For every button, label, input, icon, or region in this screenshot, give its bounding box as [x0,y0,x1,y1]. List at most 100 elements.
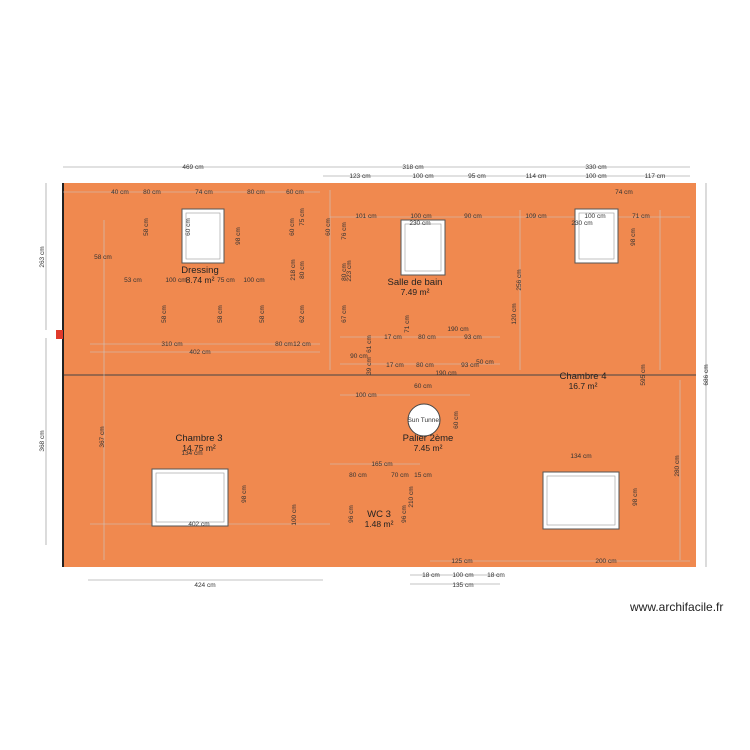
dim-top: 95 cm [468,173,486,180]
dim-inner-label: 17 cm [384,334,402,341]
dim-inner-label: 80 cm [143,189,161,196]
dim-inner-label: 62 cm [299,305,306,323]
dim-bottom: 18 cm [422,572,440,579]
dim-inner-label: 80 cm [418,334,436,341]
dim-inner-label: 60 cm [453,411,460,429]
dim-inner-label: 218 cm [290,259,297,280]
dim-inner-label: 80 cm [349,472,367,479]
room-dressing-area: 8.74 m² [186,275,215,285]
dim-bottom: 100 cm [452,572,473,579]
dim-inner-label: 96 cm [401,505,408,523]
dim-inner-label: 98 cm [630,228,637,246]
dim-inner-label: 58 cm [143,218,150,236]
dim-inner-label: 60 cm [185,218,192,236]
dim-inner-label: 210 cm [408,486,415,507]
dim-inner-label: 93 cm [461,362,479,369]
dim-inner-label: 71 cm [404,315,411,333]
room-chambre-4-area: 16.7 m² [569,381,598,391]
dim-inner-label: 100 cm [410,213,431,220]
dim-inner-label: 256 cm [516,269,523,290]
room-dressing-name: Dressing [181,265,219,276]
window-dressing [181,208,225,264]
dim-overall-686: 686 cm [703,364,710,385]
dim-inner-label: 120 cm [511,303,518,324]
dim-inner-label: 93 cm [464,334,482,341]
dim-inner-label: 60 cm [414,383,432,390]
dim-top: 100 cm [585,173,606,180]
dim-inner-label: 12 cm [293,341,311,348]
dim-inner-label: 100 cm [584,213,605,220]
room-chambre-3-name: Chambre 3 [176,433,223,444]
dim-inner-label: 595 cm [640,364,647,385]
dim-inner-label: 58 cm [259,305,266,323]
dim-overall-263: 263 cm [39,246,46,267]
dim-inner-label: 134 cm [181,450,202,457]
dim-inner-label: 80 cm [299,261,306,279]
dim-inner-label: 70 cm [391,472,409,479]
dim-inner-label: 15 cm [414,472,432,479]
dim-inner-label: 61 cm [366,335,373,353]
entrance-marker [56,330,63,339]
room-chambre-3-area: 14.75 m² [182,443,216,453]
room-wc-3-name: WC 3 [367,509,391,520]
dim-inner-label: 200 cm [595,558,616,565]
dim-inner-label: 100 cm [243,277,264,284]
dim-overall-135: 135 cm [452,582,473,589]
dim-inner-label: 100 cm [355,392,376,399]
room-salle-de-bain-area: 7.49 m² [401,287,430,297]
dim-inner-label: 80 cm [247,189,265,196]
window-chambre-4-top [574,208,619,264]
dim-inner-label: 100 cm [165,277,186,284]
dim-inner-label: 402 cm [189,349,210,356]
dim-overall-318: 318 cm [402,164,423,171]
dim-overall-330: 330 cm [585,164,606,171]
dim-inner-label: 60 cm [325,218,332,236]
room-wc-3-area: 1.48 m² [365,519,394,529]
dim-inner-label: 109 cm [525,213,546,220]
room-palier-area: 7.45 m² [414,443,443,453]
dim-inner-label: 74 cm [615,189,633,196]
dim-inner-label: 101 cm [355,213,376,220]
dim-overall-424: 424 cm [194,582,215,589]
dim-inner-label: 80 cm [341,263,348,281]
dim-inner-label: 230 cm [571,220,592,227]
dim-inner-label: 223 cm [346,260,353,281]
dim-bottom: 18 cm [487,572,505,579]
dim-inner-label: 50 cm [476,359,494,366]
dim-inner-label: 71 cm [632,213,650,220]
dim-inner-label: 17 cm [386,362,404,369]
dim-inner-label: 125 cm [451,558,472,565]
dim-inner-label: 402 cm [188,521,209,528]
dim-top: 117 cm [645,173,666,180]
dim-inner-label: 58 cm [217,305,224,323]
dim-inner-label: 39 cm [366,357,373,375]
dim-inner-label: 76 cm [341,222,348,240]
dim-inner-label: 75 cm [299,208,306,226]
dim-inner-label: 190 cm [447,326,468,333]
dim-inner-label: 80 cm [275,341,293,348]
room-palier-name: Palier 2ème [403,433,454,444]
dim-top: 114 cm [526,173,547,180]
dim-inner-label: 165 cm [371,461,392,468]
dim-inner-label: 90 cm [350,353,368,360]
dim-inner-label: 280 cm [674,455,681,476]
dim-overall-469: 469 cm [182,164,203,171]
dim-top: 100 cm [412,173,433,180]
window-chambre-4-bottom [542,471,620,530]
dim-overall-368: 368 cm [39,430,46,451]
dim-inner-label: 98 cm [241,485,248,503]
dim-inner-label: 53 cm [124,277,142,284]
dim-inner-label: 75 cm [217,277,235,284]
dim-inner-label: 67 cm [341,305,348,323]
dim-inner-label: 310 cm [161,341,182,348]
room-salle-de-bain-name: Salle de bain [388,277,443,288]
dim-inner-label: 98 cm [632,488,639,506]
dim-inner-label: 40 cm [111,189,129,196]
dim-inner-label: 60 cm [289,218,296,236]
dim-inner-label: 60 cm [286,189,304,196]
sun-tunnel-label: Sun Tunnel [408,417,441,424]
dim-inner-label: 367 cm [99,426,106,447]
window-salle-de-bain [400,219,446,276]
dim-inner-label: 80 cm [416,362,434,369]
dim-inner-label: 74 cm [195,189,213,196]
